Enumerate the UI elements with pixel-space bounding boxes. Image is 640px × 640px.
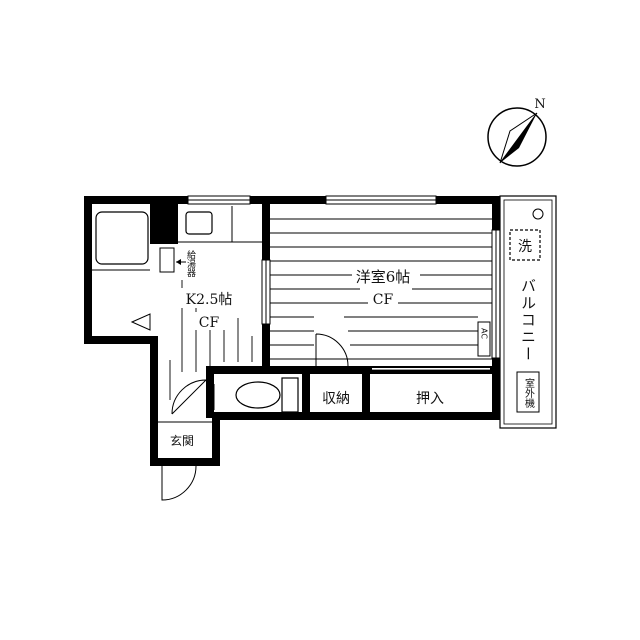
- bath-sink-icon: [130, 313, 151, 331]
- balcony: 洗 バルコニー 室外機: [499, 195, 557, 429]
- compass-needle-outline: [499, 112, 538, 164]
- ac-unit: AC: [477, 321, 491, 357]
- kitchen-sink: [185, 211, 213, 235]
- bathtub: [95, 211, 149, 265]
- storage-label: 収納: [322, 391, 350, 407]
- toilet-room: [213, 377, 299, 413]
- kitchen-floor: CF: [199, 315, 220, 331]
- balcony-label: バルコニー: [519, 278, 537, 363]
- toilet-door-icon: [171, 379, 207, 415]
- closet-label: 押入: [416, 391, 444, 407]
- doors: [161, 333, 349, 501]
- kitchen-flooring: [169, 280, 253, 400]
- western-room-door-icon: [315, 333, 349, 367]
- western-room-flooring: [270, 218, 492, 360]
- outdoor-unit-label: 室外機: [523, 377, 535, 409]
- compass-north-label: N: [534, 97, 545, 112]
- bathroom: [92, 211, 151, 331]
- toilet-bowl-icon: [235, 381, 281, 409]
- balcony-drain-icon: [532, 208, 544, 220]
- compass-circle: [487, 107, 547, 167]
- ac-label: AC: [480, 328, 489, 339]
- water-heater-icon: [159, 247, 175, 273]
- entrance-door-icon: [161, 465, 197, 501]
- ac-icon: [477, 321, 491, 357]
- western-room-floor: CF: [373, 292, 394, 308]
- windows: [187, 195, 501, 359]
- water-heater-label: 給湯器: [185, 249, 196, 277]
- washer-label: 洗: [518, 239, 532, 255]
- kitchen-name: K2.5帖: [186, 292, 233, 308]
- outdoor-unit-icon: [516, 371, 540, 413]
- toilet-tank: [281, 377, 299, 413]
- washer-space: [509, 229, 541, 261]
- compass: N: [487, 97, 547, 167]
- entrance-label: 玄関: [170, 433, 194, 448]
- western-room-name: 洋室6帖: [356, 268, 411, 286]
- kitchen-fixtures: 給湯器: [159, 206, 262, 277]
